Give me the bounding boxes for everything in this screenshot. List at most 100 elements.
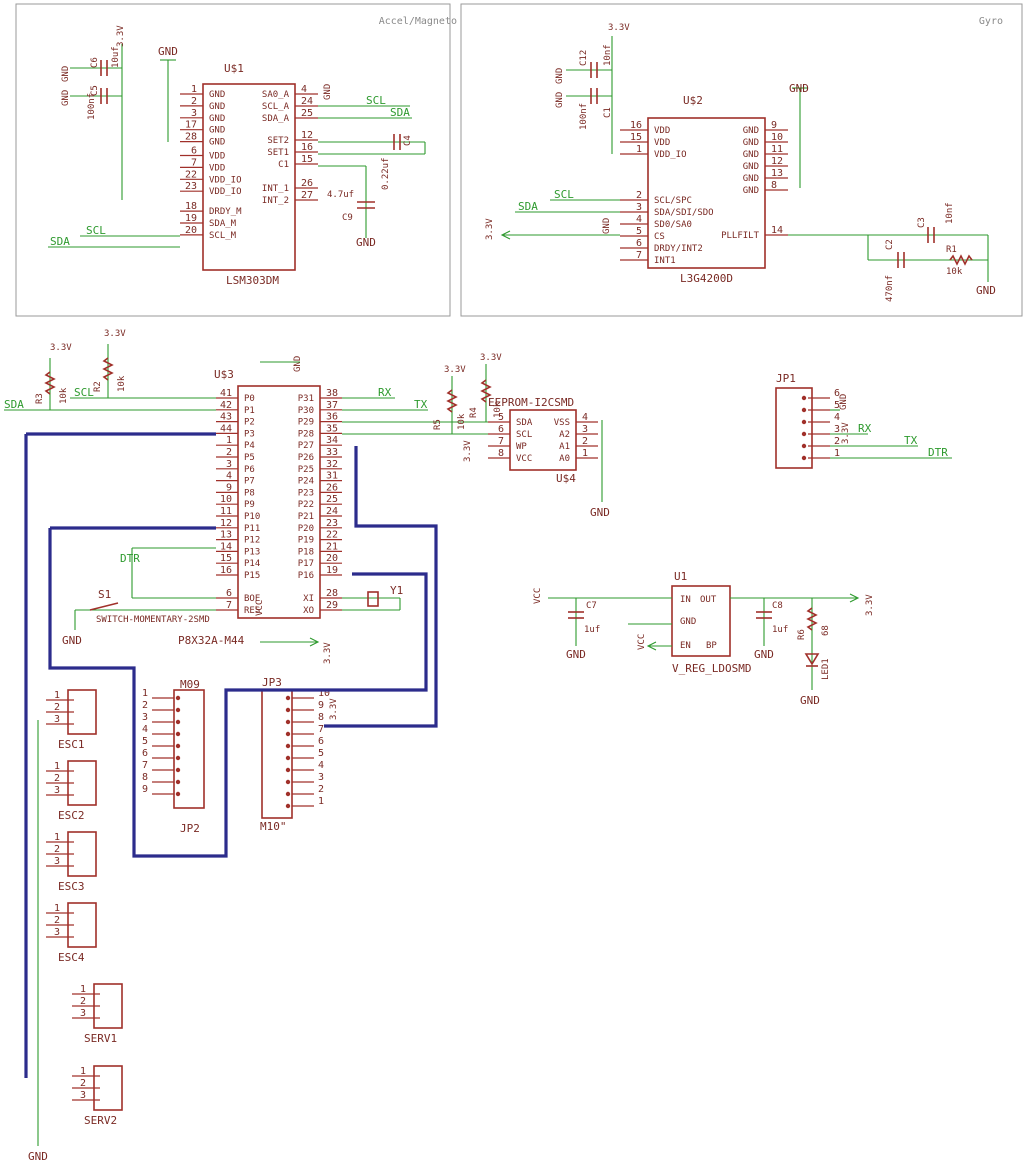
pin-number: 4 bbox=[636, 214, 642, 225]
jp1-header[interactable] bbox=[775, 387, 813, 469]
pin-name: GND bbox=[743, 186, 759, 196]
pin-number: 5 bbox=[142, 736, 148, 747]
connector-name: ESC4 bbox=[58, 951, 85, 964]
pin-number: 3 bbox=[834, 424, 840, 435]
pin-number: 3 bbox=[54, 927, 60, 938]
pin-name: SET1 bbox=[267, 148, 289, 158]
pin-number: 19 bbox=[326, 565, 338, 576]
pin-name: VDD bbox=[654, 126, 670, 136]
pin-number: 1 bbox=[80, 984, 86, 995]
jp3-pin-3: 3 bbox=[285, 772, 324, 785]
pin-number: 1 bbox=[80, 1066, 86, 1077]
pin-number: 20 bbox=[185, 225, 197, 236]
pllfilt-gnd: GND bbox=[976, 284, 996, 297]
pin-number: 2 bbox=[54, 915, 60, 926]
eeprom-chip[interactable] bbox=[509, 409, 577, 471]
pin-number: 13 bbox=[771, 168, 783, 179]
pin-number: 15 bbox=[630, 132, 642, 143]
pin-name: VDD_IO bbox=[209, 187, 242, 197]
m09-pin-8: 8 bbox=[142, 772, 181, 785]
jp1-dtr: DTR bbox=[928, 446, 948, 459]
pin-name: P5 bbox=[244, 453, 255, 463]
pin-name: SCL/SPC bbox=[654, 196, 692, 206]
pin-number: 11 bbox=[771, 144, 783, 155]
jp3-ref: JP3 bbox=[262, 676, 282, 689]
c8-value: 1uf bbox=[772, 625, 788, 635]
connector-name: ESC2 bbox=[58, 809, 85, 822]
pin-name: VDD bbox=[654, 138, 670, 148]
pin-number: 14 bbox=[220, 541, 232, 552]
pin-number: 3 bbox=[54, 785, 60, 796]
pin-number: 1 bbox=[54, 832, 60, 843]
crystal-ref: Y1 bbox=[390, 584, 403, 597]
c3-value: 10nf bbox=[945, 202, 955, 224]
mcu-top-gnd: GND bbox=[293, 356, 303, 372]
l3g4200d-chip[interactable] bbox=[647, 117, 766, 269]
r1-ref: R1 bbox=[946, 245, 957, 255]
pin-name: P27 bbox=[298, 441, 314, 451]
pin-name: P13 bbox=[244, 547, 260, 557]
p8x32a-chip[interactable] bbox=[237, 385, 321, 619]
r4-value: 10k bbox=[493, 401, 503, 418]
reg-gnd: GND bbox=[680, 617, 696, 627]
pin-number: 3 bbox=[142, 712, 148, 723]
c6-ref: C6 bbox=[90, 57, 100, 68]
m09-header[interactable] bbox=[173, 689, 205, 809]
gyro-sa0-gnd: GND bbox=[602, 218, 612, 234]
pin-number: 42 bbox=[220, 400, 232, 411]
pin-name: A0 bbox=[559, 454, 570, 464]
pin-number: 6 bbox=[191, 146, 197, 157]
c9-value: 4.7uf bbox=[327, 190, 354, 200]
pin-number: 35 bbox=[326, 423, 338, 434]
pin-name: SET2 bbox=[267, 136, 289, 146]
m09-pin-7: 7 bbox=[142, 760, 181, 773]
reg-value: V_REG_LDOSMD bbox=[672, 662, 751, 675]
pin-number: 8 bbox=[142, 772, 148, 783]
eeprom-gnd: GND bbox=[590, 506, 610, 519]
accel-vcc-label: 3.3V bbox=[116, 25, 126, 47]
pin-name: P4 bbox=[244, 441, 255, 451]
pin-number: 4 bbox=[834, 412, 840, 423]
pin-number: 3 bbox=[54, 856, 60, 867]
pin-number: 3 bbox=[318, 772, 324, 783]
led-gnd: GND bbox=[800, 694, 820, 707]
pin-name: DRDY_M bbox=[209, 207, 242, 217]
r3-value: 10k bbox=[59, 387, 69, 404]
pin-number: 3 bbox=[636, 202, 642, 213]
mcu-right-pins: 38P3137P3036P2935P2834P2733P2632P2531P24… bbox=[298, 388, 342, 616]
eeprom-value: EEPROM-I2CSMD bbox=[488, 396, 574, 409]
c4-ref: C4 bbox=[403, 135, 413, 146]
pin-name: INT_1 bbox=[262, 184, 289, 194]
lsm303dm-chip[interactable] bbox=[202, 83, 296, 271]
regulator-chip[interactable] bbox=[671, 585, 731, 657]
jp1-ref: JP1 bbox=[776, 372, 796, 385]
jp3-name: M10" bbox=[260, 820, 287, 833]
pin-number: 3 bbox=[80, 1008, 86, 1019]
pin-name: VCC bbox=[516, 454, 532, 464]
pin-number: 1 bbox=[636, 144, 642, 155]
connector-name: ESC1 bbox=[58, 738, 85, 751]
m09-pin-4: 4 bbox=[142, 724, 181, 737]
